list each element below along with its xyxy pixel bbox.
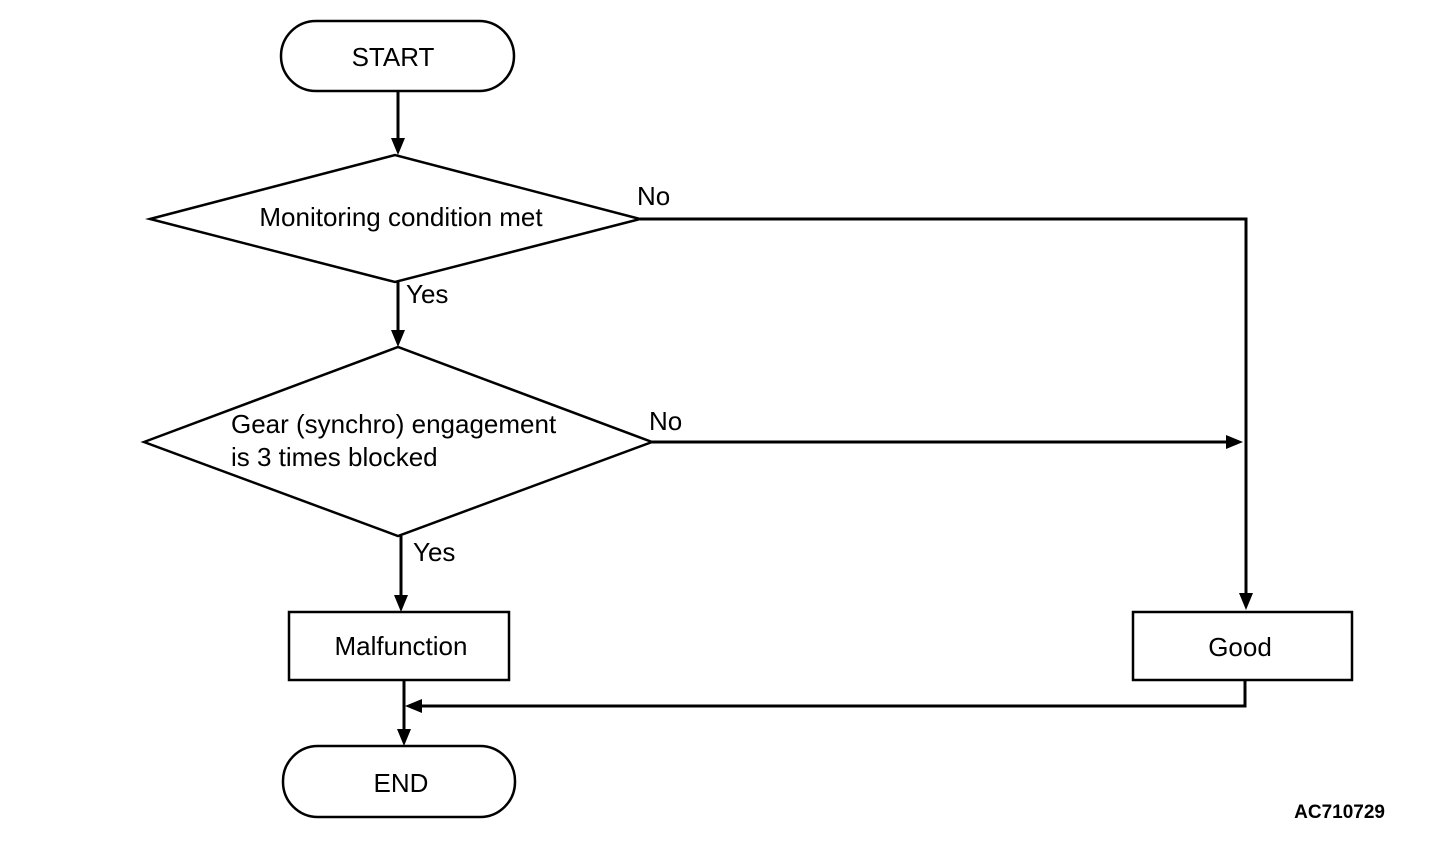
monitoring-condition-decision: Monitoring condition met (145, 153, 645, 284)
malfunction-label: Malfunction (335, 631, 468, 661)
monitoring-yes-label: Yes (406, 279, 448, 309)
gear-blocked-label-line2: is 3 times blocked (231, 442, 438, 472)
malfunction-node: Malfunction (287, 610, 511, 682)
gear-yes-label: Yes (413, 537, 455, 567)
connector-malfunction-to-end (397, 680, 411, 746)
gear-blocked-label-line1: Gear (synchro) engagement (231, 409, 557, 439)
monitoring-condition-label: Monitoring condition met (259, 202, 543, 232)
connector-monitoring-yes (391, 282, 405, 347)
gear-blocked-decision: Gear (synchro) engagement is 3 times blo… (140, 345, 656, 538)
end-node: END (281, 744, 517, 819)
monitoring-no-label: No (637, 181, 670, 211)
connector-start-to-monitoring (391, 91, 405, 155)
end-label: END (374, 768, 429, 798)
gear-no-label: No (649, 406, 682, 436)
start-label: START (352, 42, 435, 72)
start-node: START (279, 19, 516, 93)
connector-monitoring-no (640, 217, 1253, 610)
good-label: Good (1208, 632, 1272, 662)
connector-gear-yes (394, 536, 408, 612)
good-node: Good (1131, 610, 1354, 682)
connector-gear-no (652, 435, 1243, 449)
connector-good-to-merge (405, 680, 1247, 713)
reference-code: AC710729 (1294, 802, 1385, 823)
